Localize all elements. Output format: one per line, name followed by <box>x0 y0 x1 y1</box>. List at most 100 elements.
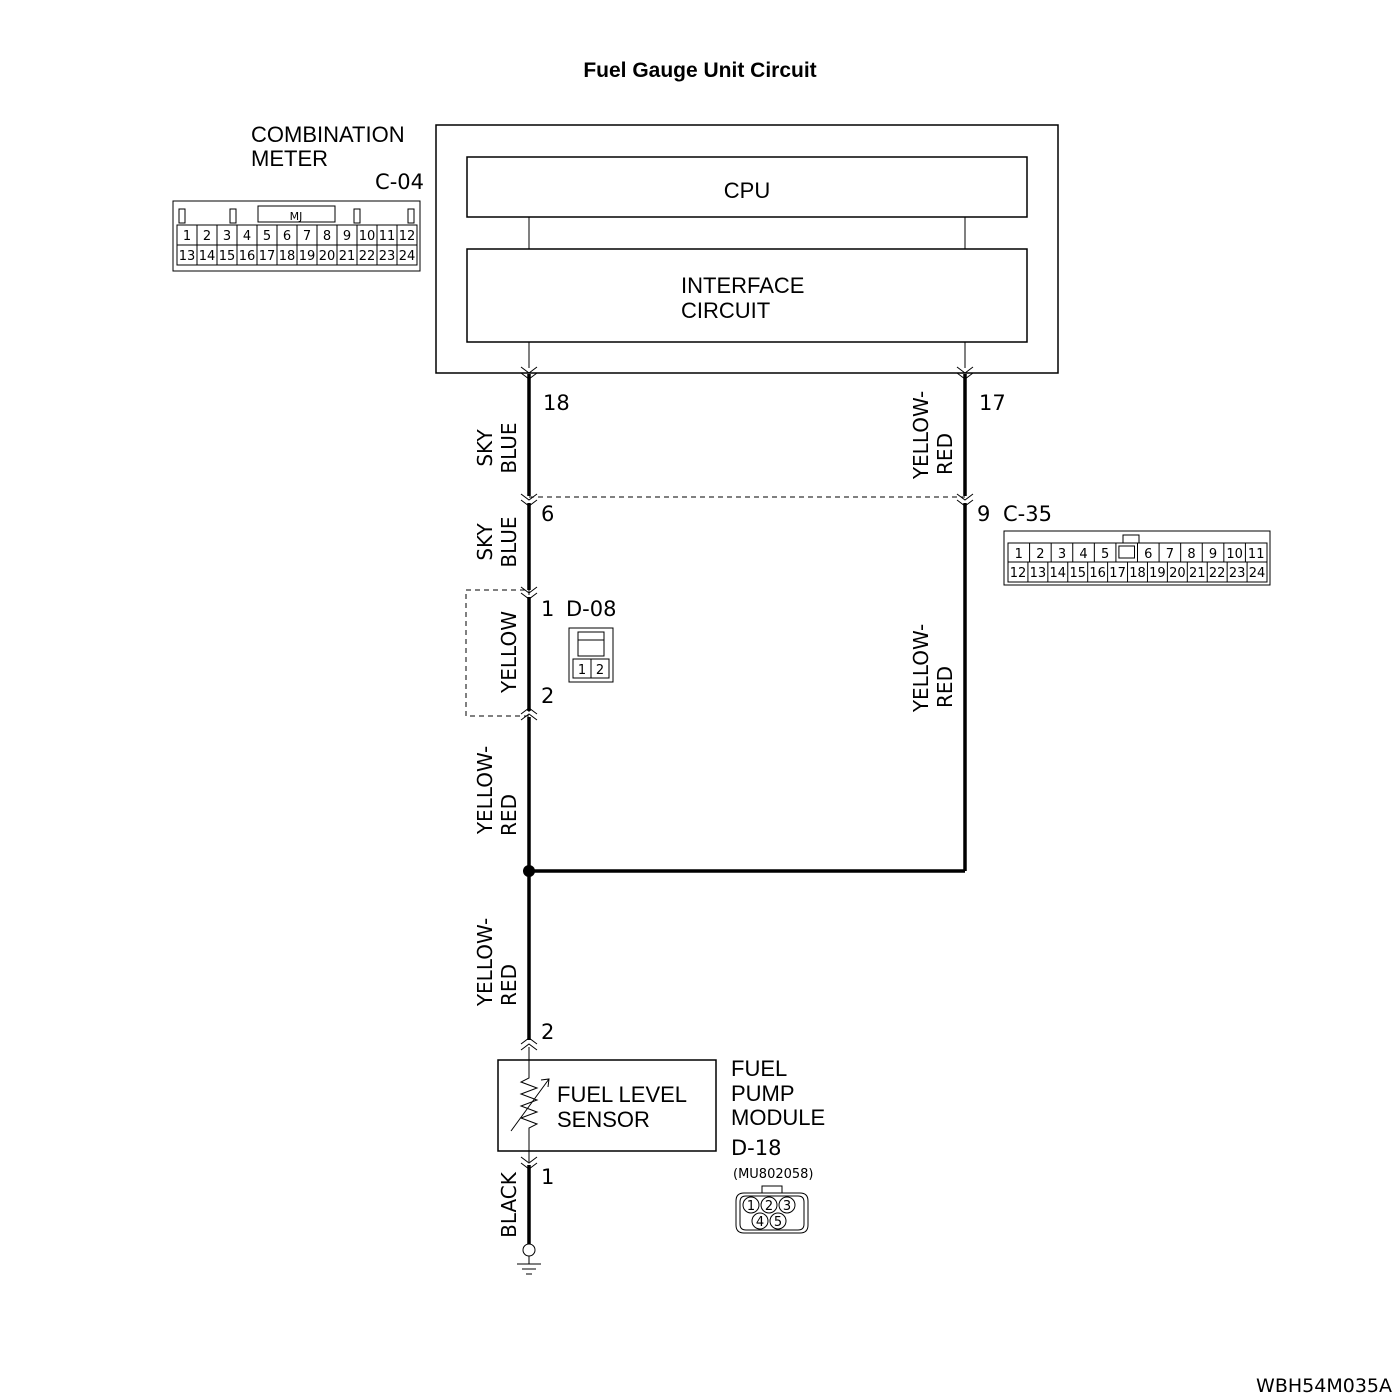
cpu-label: CPU <box>724 178 770 203</box>
connector-c35-pin-9: 9 <box>1209 547 1217 562</box>
connector-c04-label: C-04 <box>375 170 424 194</box>
connector-c04-pin-18: 18 <box>279 249 296 264</box>
connector-c04-pin-17: 17 <box>259 249 276 264</box>
connector-c35-pin-3: 3 <box>1058 547 1066 562</box>
connector-d18-pin-5-ring <box>769 1212 787 1230</box>
fuel-pump-module: FUEL PUMP MODULE D-18 (MU802058) 1 2 3 4… <box>731 1056 825 1234</box>
connector-c04-pin-3: 3 <box>223 229 231 244</box>
connector-d08-pin-1: 1 <box>578 663 586 678</box>
connector-c04-pin-8: 8 <box>323 229 331 244</box>
connector-c35-pin-23: 23 <box>1229 566 1246 581</box>
module-label-line3: MODULE <box>731 1105 825 1130</box>
connector-d18-pin-2: 2 <box>765 1199 773 1214</box>
wire-color-sky-blue-2b: BLUE <box>497 516 521 567</box>
connector-d18-key <box>761 1185 783 1194</box>
connector-c04-key <box>257 205 336 223</box>
wire-color-yellow-red-4b: RED <box>497 964 521 1006</box>
connector-d18-pin-4-ring <box>751 1212 769 1230</box>
connector-c35-pin-20: 20 <box>1169 566 1186 581</box>
connector-d18-pin-5: 5 <box>774 1215 782 1230</box>
connector-c35-pin-19: 19 <box>1149 566 1166 581</box>
wire-color-yellow-red-r1a: YELLOW- <box>909 391 933 480</box>
connector-c04-pin-19: 19 <box>299 249 316 264</box>
interface-circuit-block <box>466 248 1028 343</box>
interface-label-line2: CIRCUIT <box>681 298 770 323</box>
interface-label-line1: INTERFACE <box>681 273 804 298</box>
wire-color-yellow-red-r2b: RED <box>933 666 957 708</box>
connector-d18-pin-1-ring <box>742 1196 760 1214</box>
sensor-label-line2: SENSOR <box>557 1107 650 1132</box>
wire-color-yellow-red-3a: YELLOW- <box>473 746 497 835</box>
connector-c35-pin-15: 15 <box>1069 566 1086 581</box>
meter-label-line2: METER <box>251 146 328 171</box>
figure-code: WBH54M035A <box>1256 1375 1392 1397</box>
connector-c04-tab-mid1 <box>229 208 237 224</box>
wire-color-yellow-red-r1b: RED <box>933 433 957 475</box>
connector-c35-pin-5: 5 <box>1101 547 1109 562</box>
terminal-d18-2 <box>520 1037 538 1051</box>
wire-color-yellow-red-4a: YELLOW- <box>473 918 497 1007</box>
connector-d18-pin-2-ring <box>760 1196 778 1214</box>
variable-resistor-arrow-icon <box>510 1078 550 1132</box>
connector-d18-inner <box>739 1195 805 1231</box>
wire-color-black: BLACK <box>497 1171 521 1238</box>
connector-c35-outline <box>1003 530 1271 586</box>
connector-d18-label: D-18 <box>731 1136 781 1160</box>
connector-d08: D-08 1 2 <box>465 589 616 717</box>
connector-d18-pin-4: 4 <box>756 1215 764 1230</box>
pin-c35-9: 9 <box>977 502 990 526</box>
connector-c35-label: C-35 <box>1003 502 1052 526</box>
connector-c35-pin-1: 1 <box>1015 547 1023 562</box>
module-label-line1: FUEL <box>731 1056 787 1081</box>
connector-d18-pin-3: 3 <box>783 1199 791 1214</box>
pin-c35-6: 6 <box>541 502 554 526</box>
connector-c04-outline <box>172 200 421 272</box>
connector-c35-pin-18: 18 <box>1129 566 1146 581</box>
meter-label-line1: COMBINATION <box>251 122 405 147</box>
connector-c35-pin-24: 24 <box>1249 566 1266 581</box>
connector-d18-pin-3-ring <box>778 1196 796 1214</box>
variable-resistor-icon <box>519 1060 539 1151</box>
cpu-block <box>466 156 1028 218</box>
meter-outline <box>435 124 1059 374</box>
wire-color-sky-blue-2a: SKY <box>473 523 497 561</box>
terminal-meter-18 <box>520 366 538 380</box>
connector-c35-pin-14: 14 <box>1050 566 1067 581</box>
terminal-d18-1 <box>520 1156 538 1170</box>
connector-c35-pin-8: 8 <box>1187 547 1195 562</box>
connector-c35-lock-tab <box>1118 545 1135 559</box>
pin-meter-18: 18 <box>543 391 570 415</box>
sensor-outline <box>497 1059 717 1152</box>
connector-c04-pin-1: 1 <box>183 229 191 244</box>
wire-color-sky-blue-1b: BLUE <box>497 422 521 473</box>
module-label-line2: PUMP <box>731 1081 795 1106</box>
right-wire <box>523 342 967 877</box>
connector-d08-dashed-frame <box>465 589 530 717</box>
connector-c35-pin-17: 17 <box>1109 566 1126 581</box>
connector-d08-outline <box>568 627 614 683</box>
connector-c35-pin-22: 22 <box>1209 566 1226 581</box>
connector-c04-pin-22: 22 <box>359 249 376 264</box>
wire-color-sky-blue-1a: SKY <box>473 429 497 467</box>
connector-c04-pin-5: 5 <box>263 229 271 244</box>
pin-d18-1: 1 <box>541 1165 554 1189</box>
connector-c04-pin-15: 15 <box>219 249 236 264</box>
connector-c04-pin-23: 23 <box>379 249 396 264</box>
connector-c35-pin-16: 16 <box>1089 566 1106 581</box>
pin-meter-17: 17 <box>979 391 1006 415</box>
connector-c04-pin-6: 6 <box>283 229 291 244</box>
wire-color-yellow: YELLOW <box>497 611 521 694</box>
connector-c35-pin-2: 2 <box>1036 547 1044 562</box>
pin-d08-2: 2 <box>541 684 554 708</box>
connector-c35-pin-21: 21 <box>1189 566 1206 581</box>
connector-d08-label: D-08 <box>566 597 616 621</box>
ground-icon <box>517 1243 541 1275</box>
connector-c04-pin-16: 16 <box>239 249 256 264</box>
connector-c35-pin-4: 4 <box>1079 547 1087 562</box>
connector-c04-pin-13: 13 <box>179 249 196 264</box>
terminal-c35-6 <box>520 493 538 507</box>
fuel-level-sensor: FUEL LEVEL SENSOR <box>497 1059 717 1162</box>
terminal-markers <box>520 366 974 1170</box>
